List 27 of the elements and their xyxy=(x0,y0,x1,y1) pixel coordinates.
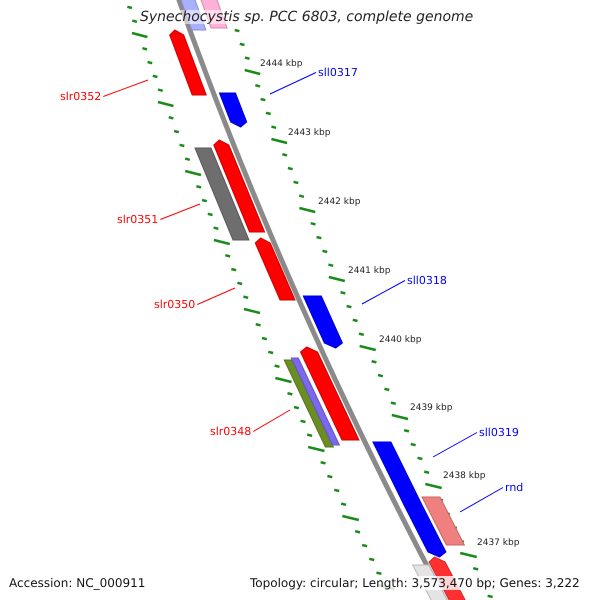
scale-label: 2439 kbp xyxy=(410,404,452,413)
leader-line xyxy=(432,432,478,458)
leader-line xyxy=(270,72,316,94)
scale-label: 2441 kbp xyxy=(348,267,390,276)
gene-label: rnd xyxy=(505,482,524,493)
info-text: Topology: circular; Length: 3,573,470 bp; Genes: 3,222 xyxy=(250,576,580,590)
gene-label: sll0319 xyxy=(479,427,519,438)
scale-label: 2442 kbp xyxy=(318,198,360,207)
scale-label: 2443 kbp xyxy=(288,129,330,138)
gene-label: slr0352 xyxy=(60,91,102,102)
gene-label: sll0317 xyxy=(318,67,358,78)
leader-line xyxy=(196,288,236,305)
gene-label: slr0348 xyxy=(210,426,252,437)
gene-label: slr0351 xyxy=(117,214,158,225)
scale-label: 2438 kbp xyxy=(443,472,486,481)
scale-label: 2444 kbp xyxy=(260,60,302,69)
leader-line xyxy=(252,410,290,432)
info-text: Accession: NC_000911 xyxy=(9,576,146,590)
gene-label: sll0318 xyxy=(407,275,447,286)
scale-label: 2437 kbp xyxy=(477,539,520,548)
gene-label: slr0350 xyxy=(154,299,196,310)
leader-line xyxy=(460,487,504,512)
leader-line xyxy=(362,280,406,304)
scale-label: 2440 kbp xyxy=(379,336,422,345)
leader-line xyxy=(102,80,148,97)
title: Synechocystis sp. PCC 6803, complete genome xyxy=(140,10,474,24)
leader-line xyxy=(160,204,200,220)
